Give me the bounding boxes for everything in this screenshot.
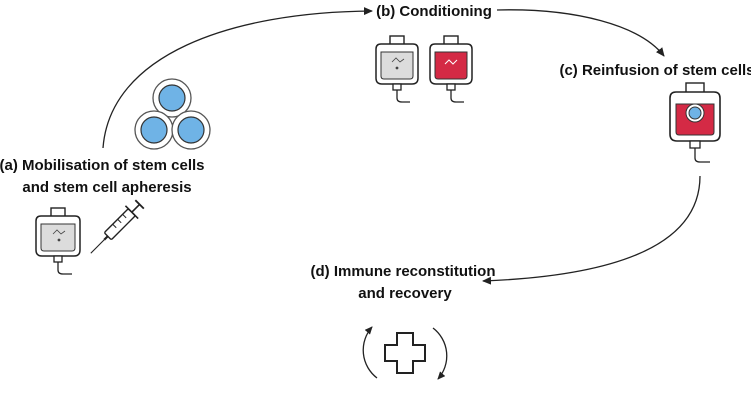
arrow-c-to-d (482, 175, 701, 285)
iv-bag-stem-cell-icon (669, 82, 721, 163)
step-a-label-line2: and stem cell apheresis (22, 179, 191, 196)
step-d-label-line1: (d) Immune reconstitution (311, 263, 496, 280)
arrow-b-to-c (496, 9, 665, 57)
step-c-label: (c) Reinfusion of stem cells (559, 62, 751, 79)
syringe-icon (90, 199, 145, 254)
recovery-cycle-icon (362, 326, 448, 380)
iv-bag-icon (375, 35, 419, 103)
iv-bag-blood-icon (429, 35, 473, 103)
stem-cells-icon (134, 78, 211, 150)
step-a-label-line1: (a) Mobilisation of stem cells (0, 157, 205, 174)
step-b-label: (b) Conditioning (376, 3, 492, 20)
arrow-a-to-b (102, 7, 373, 149)
iv-bag-icon (35, 207, 81, 275)
step-d-label-line2: and recovery (358, 285, 452, 302)
